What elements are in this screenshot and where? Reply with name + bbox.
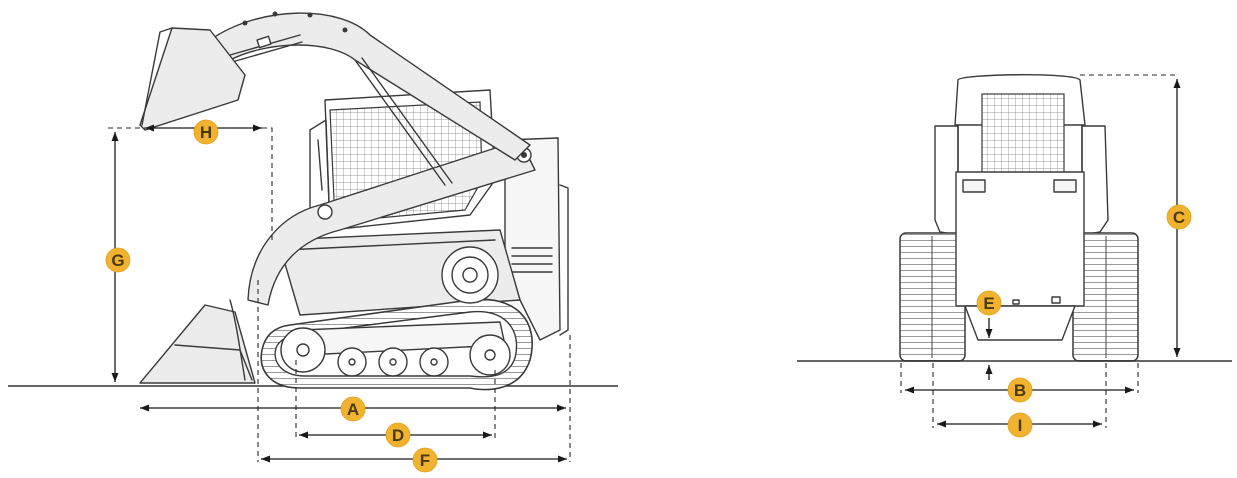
dimension-labels: H G A D F C E B [105, 119, 1192, 473]
label-h: H [193, 119, 219, 145]
label-c: C [1166, 204, 1192, 230]
raised-bucket [139, 27, 246, 131]
front-view-loader [797, 74, 1232, 428]
label-d: D [385, 422, 411, 448]
drive-sprocket [441, 246, 499, 304]
label-g: G [105, 247, 131, 273]
label-b: B [1007, 377, 1033, 403]
front-cab-mesh [981, 93, 1065, 175]
label-i: I [1007, 412, 1033, 438]
label-e: E [976, 290, 1002, 316]
rear-vent [511, 247, 553, 273]
svg-text:C: C [1173, 208, 1185, 227]
svg-text:A: A [347, 400, 359, 419]
svg-text:E: E [983, 294, 994, 313]
svg-text:D: D [392, 426, 404, 445]
svg-text:H: H [200, 123, 212, 142]
svg-text:B: B [1014, 381, 1026, 400]
svg-text:G: G [111, 251, 124, 270]
side-view-loader [8, 11, 618, 463]
front-light-right [1053, 179, 1077, 193]
svg-text:F: F [420, 451, 430, 470]
label-a: A [340, 396, 366, 422]
upper-boom-arm [209, 12, 531, 161]
front-right-track [1072, 232, 1139, 362]
track-rollers [280, 327, 511, 377]
front-left-track [899, 232, 966, 362]
svg-text:I: I [1018, 416, 1023, 435]
front-light-left [962, 179, 986, 193]
label-f: F [412, 447, 438, 473]
ground-bucket [139, 304, 256, 384]
